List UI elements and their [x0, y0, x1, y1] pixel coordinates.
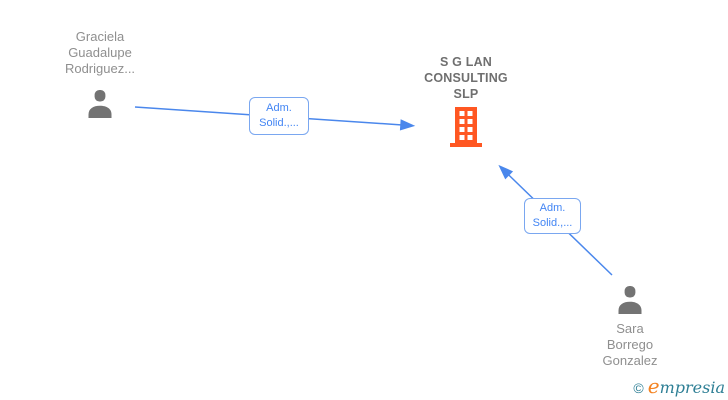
edge-label-adm-solid-1: Adm. Solid.,... — [249, 97, 309, 135]
empresia-brand-initial: e — [647, 374, 660, 398]
node-label-line: CONSULTING — [424, 71, 508, 85]
edge-label-line: Solid.,... — [259, 117, 299, 129]
node-label-line: Rodriguez... — [64, 61, 136, 76]
edge-label-line: Solid.,... — [532, 217, 573, 229]
node-label-line: SLP — [453, 87, 479, 101]
person-icon-graciela[interactable] — [87, 90, 113, 118]
edge-label-line: Adm. — [539, 202, 566, 214]
edge-label-line: Adm. — [266, 102, 292, 114]
node-label-line: Guadalupe — [68, 45, 132, 60]
node-label-sglan-consulting[interactable]: S G LAN CONSULTING SLP — [396, 54, 536, 102]
empresia-logo[interactable]: © e mpresia — [633, 374, 725, 398]
node-label-graciela[interactable]: Graciela Guadalupe Rodriguez... — [30, 29, 170, 77]
node-label-line: Graciela — [75, 29, 125, 44]
node-label-line: Borrego — [606, 337, 654, 352]
node-label-line: S G LAN — [439, 55, 493, 69]
copyright-icon: © — [633, 380, 644, 396]
node-label-sara[interactable]: Sara Borrego Gonzalez — [570, 321, 690, 369]
edge-label-adm-solid-2: Adm. Solid.,... — [524, 198, 581, 234]
node-label-line: Sara — [616, 321, 644, 336]
empresia-brand-text: mpresia — [659, 378, 725, 397]
node-label-line: Gonzalez — [602, 353, 658, 368]
company-building-icon[interactable] — [448, 107, 484, 147]
person-icon-sara[interactable] — [617, 286, 643, 314]
